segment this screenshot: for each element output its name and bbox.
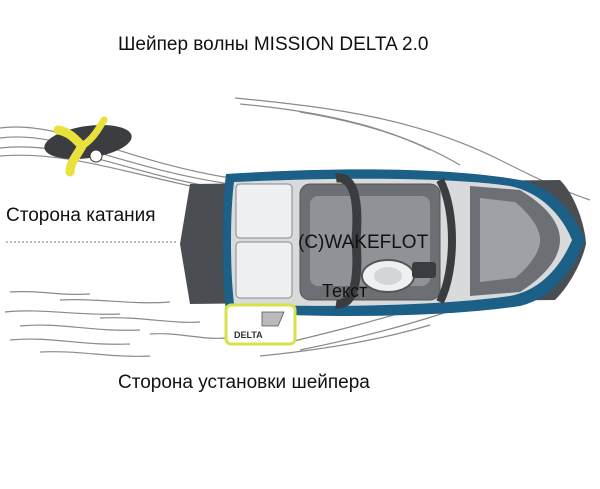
watermark-text: (C)WAKEFLOT <box>298 232 429 253</box>
diagram-title: Шейпер волны MISSION DELTA 2.0 <box>118 34 429 55</box>
riding-side-label: Сторона катания <box>6 205 156 226</box>
wave-shaper-icon: DELTA <box>224 303 297 346</box>
boat-icon <box>180 169 586 316</box>
wakeboarder-icon <box>44 116 132 177</box>
installation-side-label: Сторона установки шейпера <box>118 372 370 393</box>
text-label: Текст <box>322 281 368 301</box>
wake-lines-top <box>0 97 591 201</box>
shaper-badge-label: DELTA <box>234 330 263 340</box>
